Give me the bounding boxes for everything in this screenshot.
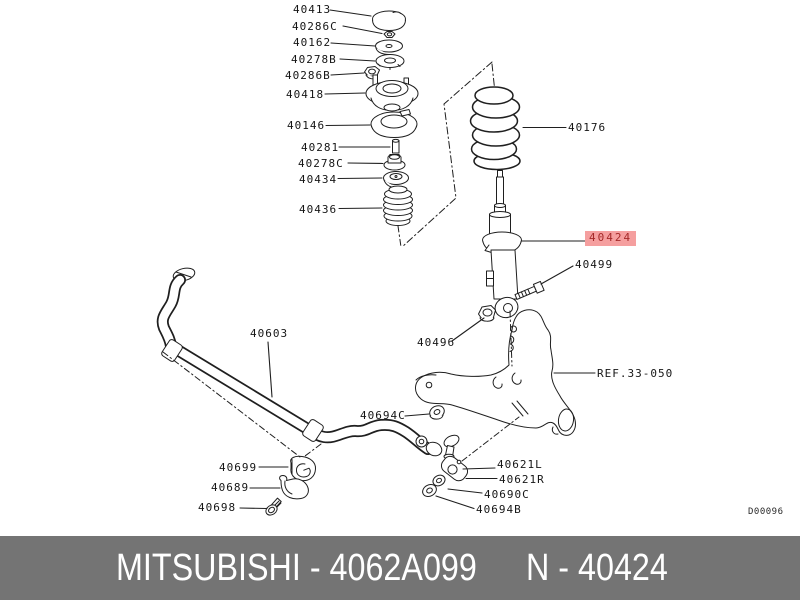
exploded-suspension-diagram: [156, 9, 596, 516]
part-shock-absorber-40424: [482, 170, 522, 319]
part-label-40278C[interactable]: 40278C: [298, 157, 344, 170]
part-bolt-40499: [514, 280, 545, 300]
part-label-40286C[interactable]: 40286C: [292, 20, 338, 33]
part-label-40281[interactable]: 40281: [301, 141, 340, 154]
part-label-40694C[interactable]: 40694C: [360, 409, 406, 422]
part-washer-40434: [383, 171, 409, 188]
dashed-plane: [401, 61, 493, 248]
part-knuckle-ref33-050: [415, 309, 576, 436]
part-label-40162[interactable]: 40162: [293, 36, 332, 49]
part-label-40603[interactable]: 40603: [250, 327, 289, 340]
footer-part-number: N - 40424: [526, 546, 668, 589]
part-nut-40286C: [383, 31, 396, 38]
part-strut-cap-40413: [372, 10, 406, 31]
part-label-40694B[interactable]: 40694B: [476, 503, 522, 516]
part-nut-40278C: [383, 154, 406, 171]
drawing-code: D00096: [748, 507, 784, 517]
part-bolt-40698: [265, 497, 282, 516]
axis-line-boot: [397, 225, 402, 248]
footer-brand-part-code: MITSUBISHI - 4062A099: [116, 546, 477, 589]
part-label-40146[interactable]: 40146: [287, 119, 326, 132]
part-label-40286B[interactable]: 40286B: [285, 69, 331, 82]
part-label-40413[interactable]: 40413: [293, 3, 332, 16]
part-stabilizer-link-40621: [422, 434, 469, 497]
part-label-40690C[interactable]: 40690C: [484, 488, 530, 501]
ref-label-33-050[interactable]: REF.33-050: [597, 367, 674, 380]
part-label-40436[interactable]: 40436: [299, 203, 338, 216]
part-label-40278B[interactable]: 40278B: [291, 53, 337, 66]
part-pin-40281: [392, 138, 400, 154]
part-label-40418[interactable]: 40418: [286, 88, 325, 101]
part-label-40621L[interactable]: 40621L: [497, 458, 543, 471]
part-spring-seat-40146: [370, 109, 418, 138]
part-label-40499[interactable]: 40499: [575, 258, 614, 271]
part-label-40698[interactable]: 40698: [198, 501, 237, 514]
part-strut-mount-40418: [365, 74, 419, 112]
part-grommet-40694C: [429, 405, 445, 420]
part-label-40496[interactable]: 40496: [417, 336, 456, 349]
part-dust-boot-40436: [383, 185, 413, 226]
part-label-40689[interactable]: 40689: [211, 481, 250, 494]
part-nut-40496: [478, 305, 496, 322]
part-label-40424-highlighted[interactable]: 40424: [585, 231, 637, 246]
part-bushing-40689: [279, 475, 309, 500]
part-coil-spring: [469, 86, 521, 171]
part-stabilizer-bar-40603: [156, 267, 443, 457]
part-washer-40278B: [375, 54, 405, 70]
axis-lines: [162, 310, 520, 462]
pointer-lines: [239, 9, 596, 510]
part-label-40176[interactable]: 40176: [568, 121, 607, 134]
part-label-40699[interactable]: 40699: [219, 461, 258, 474]
part-label-40621R[interactable]: 40621R: [499, 473, 545, 486]
part-clamp-40699: [290, 455, 317, 482]
part-label-40434[interactable]: 40434: [299, 173, 338, 186]
footer-bar: MITSUBISHI - 4062A099 N - 40424: [0, 536, 800, 600]
part-washer-40162: [375, 39, 403, 55]
